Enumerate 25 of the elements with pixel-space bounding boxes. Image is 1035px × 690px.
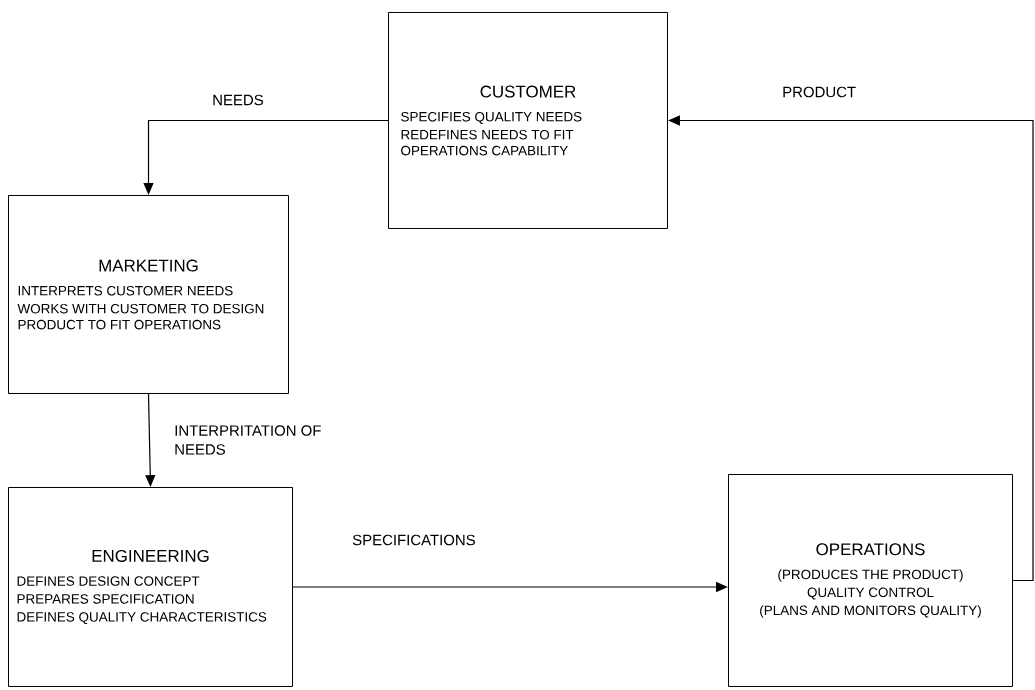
edge-label: INTERPRITATION OF NEEDS bbox=[175, 425, 321, 455]
arrow bbox=[145, 393, 156, 487]
box-heading: QUALITY CONTROL bbox=[807, 587, 934, 600]
edge-label: SPECIFICATIONS bbox=[352, 534, 475, 546]
process-box bbox=[8, 195, 289, 394]
box-heading: ENGINEERING bbox=[92, 549, 209, 562]
box-text: REDEFINES NEEDS TO FIT OPERATIONS CAPABILITY bbox=[401, 129, 574, 156]
box-text: DEFINES DESIGN CONCEPT bbox=[17, 576, 200, 586]
box-heading: CUSTOMER bbox=[480, 85, 576, 98]
box-text: INTERPRETS CUSTOMER NEEDS bbox=[18, 286, 233, 296]
process-box bbox=[8, 487, 293, 687]
box-heading: (PLANS AND MONITORS QUALITY) bbox=[760, 605, 981, 618]
edge-label: NEEDS bbox=[213, 94, 263, 106]
box-text: PREPARES SPECIFICATION bbox=[17, 594, 194, 604]
process-box bbox=[728, 474, 1013, 687]
box-heading: MARKETING bbox=[99, 259, 198, 272]
arrow bbox=[143, 119, 389, 195]
box-heading: OPERATIONS bbox=[816, 543, 925, 556]
box-text: DEFINES QUALITY CHARACTERISTICS bbox=[17, 612, 267, 625]
arrow bbox=[668, 115, 1034, 582]
box-text: WORKS WITH CUSTOMER TO DESIGN PRODUCT TO FIT OPERATIONS bbox=[17, 303, 264, 330]
edge-label: PRODUCT bbox=[783, 86, 856, 98]
box-text: SPECIFIES QUALITY NEEDS bbox=[401, 112, 582, 124]
box-heading: (PRODUCES THE PRODUCT) bbox=[778, 569, 963, 582]
process-box bbox=[388, 12, 668, 229]
